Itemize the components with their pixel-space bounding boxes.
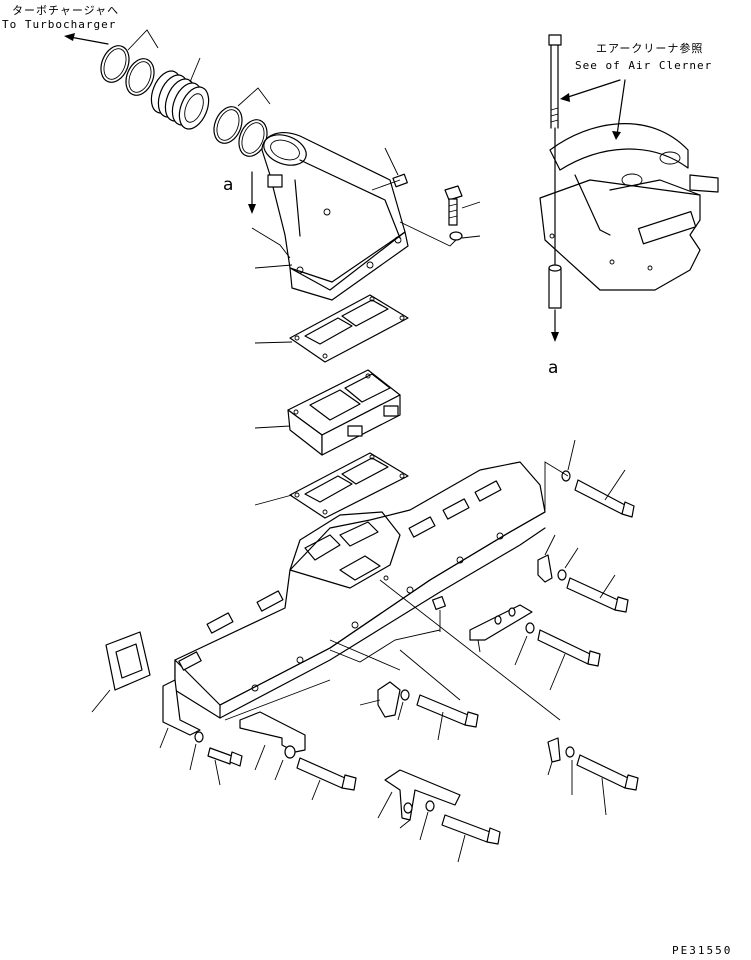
gasket-upper xyxy=(289,294,409,363)
air-cleaner-leaders xyxy=(560,79,626,140)
end-gasket xyxy=(91,631,151,713)
exhaust-manifold xyxy=(174,461,546,719)
exhaust-brake-valve xyxy=(287,369,401,456)
bolt-set-lower-1 xyxy=(189,731,243,786)
elbow-bolt xyxy=(399,185,481,247)
figure-code: PE31550 xyxy=(672,944,733,957)
gasket-lower xyxy=(289,452,409,519)
leader-lines-left xyxy=(224,264,561,721)
air-cleaner-label-en: See of Air Clerner xyxy=(575,59,713,72)
clamp-mid-1 xyxy=(359,681,479,741)
clamp-right-2 xyxy=(547,737,639,816)
clamp-lower-2 xyxy=(377,769,501,863)
bellows-joint xyxy=(150,57,210,130)
turbocharger-label-en: To Turbocharger xyxy=(2,18,117,31)
reference-mark-a-left: a xyxy=(223,175,234,195)
ref-arrow-left xyxy=(248,171,291,259)
clamp-mid-2 xyxy=(469,604,601,691)
elbow-plug xyxy=(371,147,408,191)
o-ring-pair-lower xyxy=(213,87,271,157)
reference-mark-a-right: a xyxy=(548,358,559,378)
exhaust-elbow xyxy=(261,132,409,301)
clamp-right-1 xyxy=(537,534,629,613)
air-cleaner-label-jp: エアークリーナ参照 xyxy=(596,42,704,55)
to-turbocharger-arrow xyxy=(64,33,109,45)
turbocharger-label-jp: ターボチャージャへ xyxy=(12,4,120,17)
air-cleaner-bracket xyxy=(539,34,719,342)
bolt-top-right xyxy=(544,439,635,518)
end-bracket xyxy=(159,679,201,749)
bolt-set-lower-2 xyxy=(296,757,357,801)
manifold-plug xyxy=(431,595,447,632)
o-ring-pair-upper xyxy=(100,29,159,96)
clamp-lower-1 xyxy=(239,711,306,781)
